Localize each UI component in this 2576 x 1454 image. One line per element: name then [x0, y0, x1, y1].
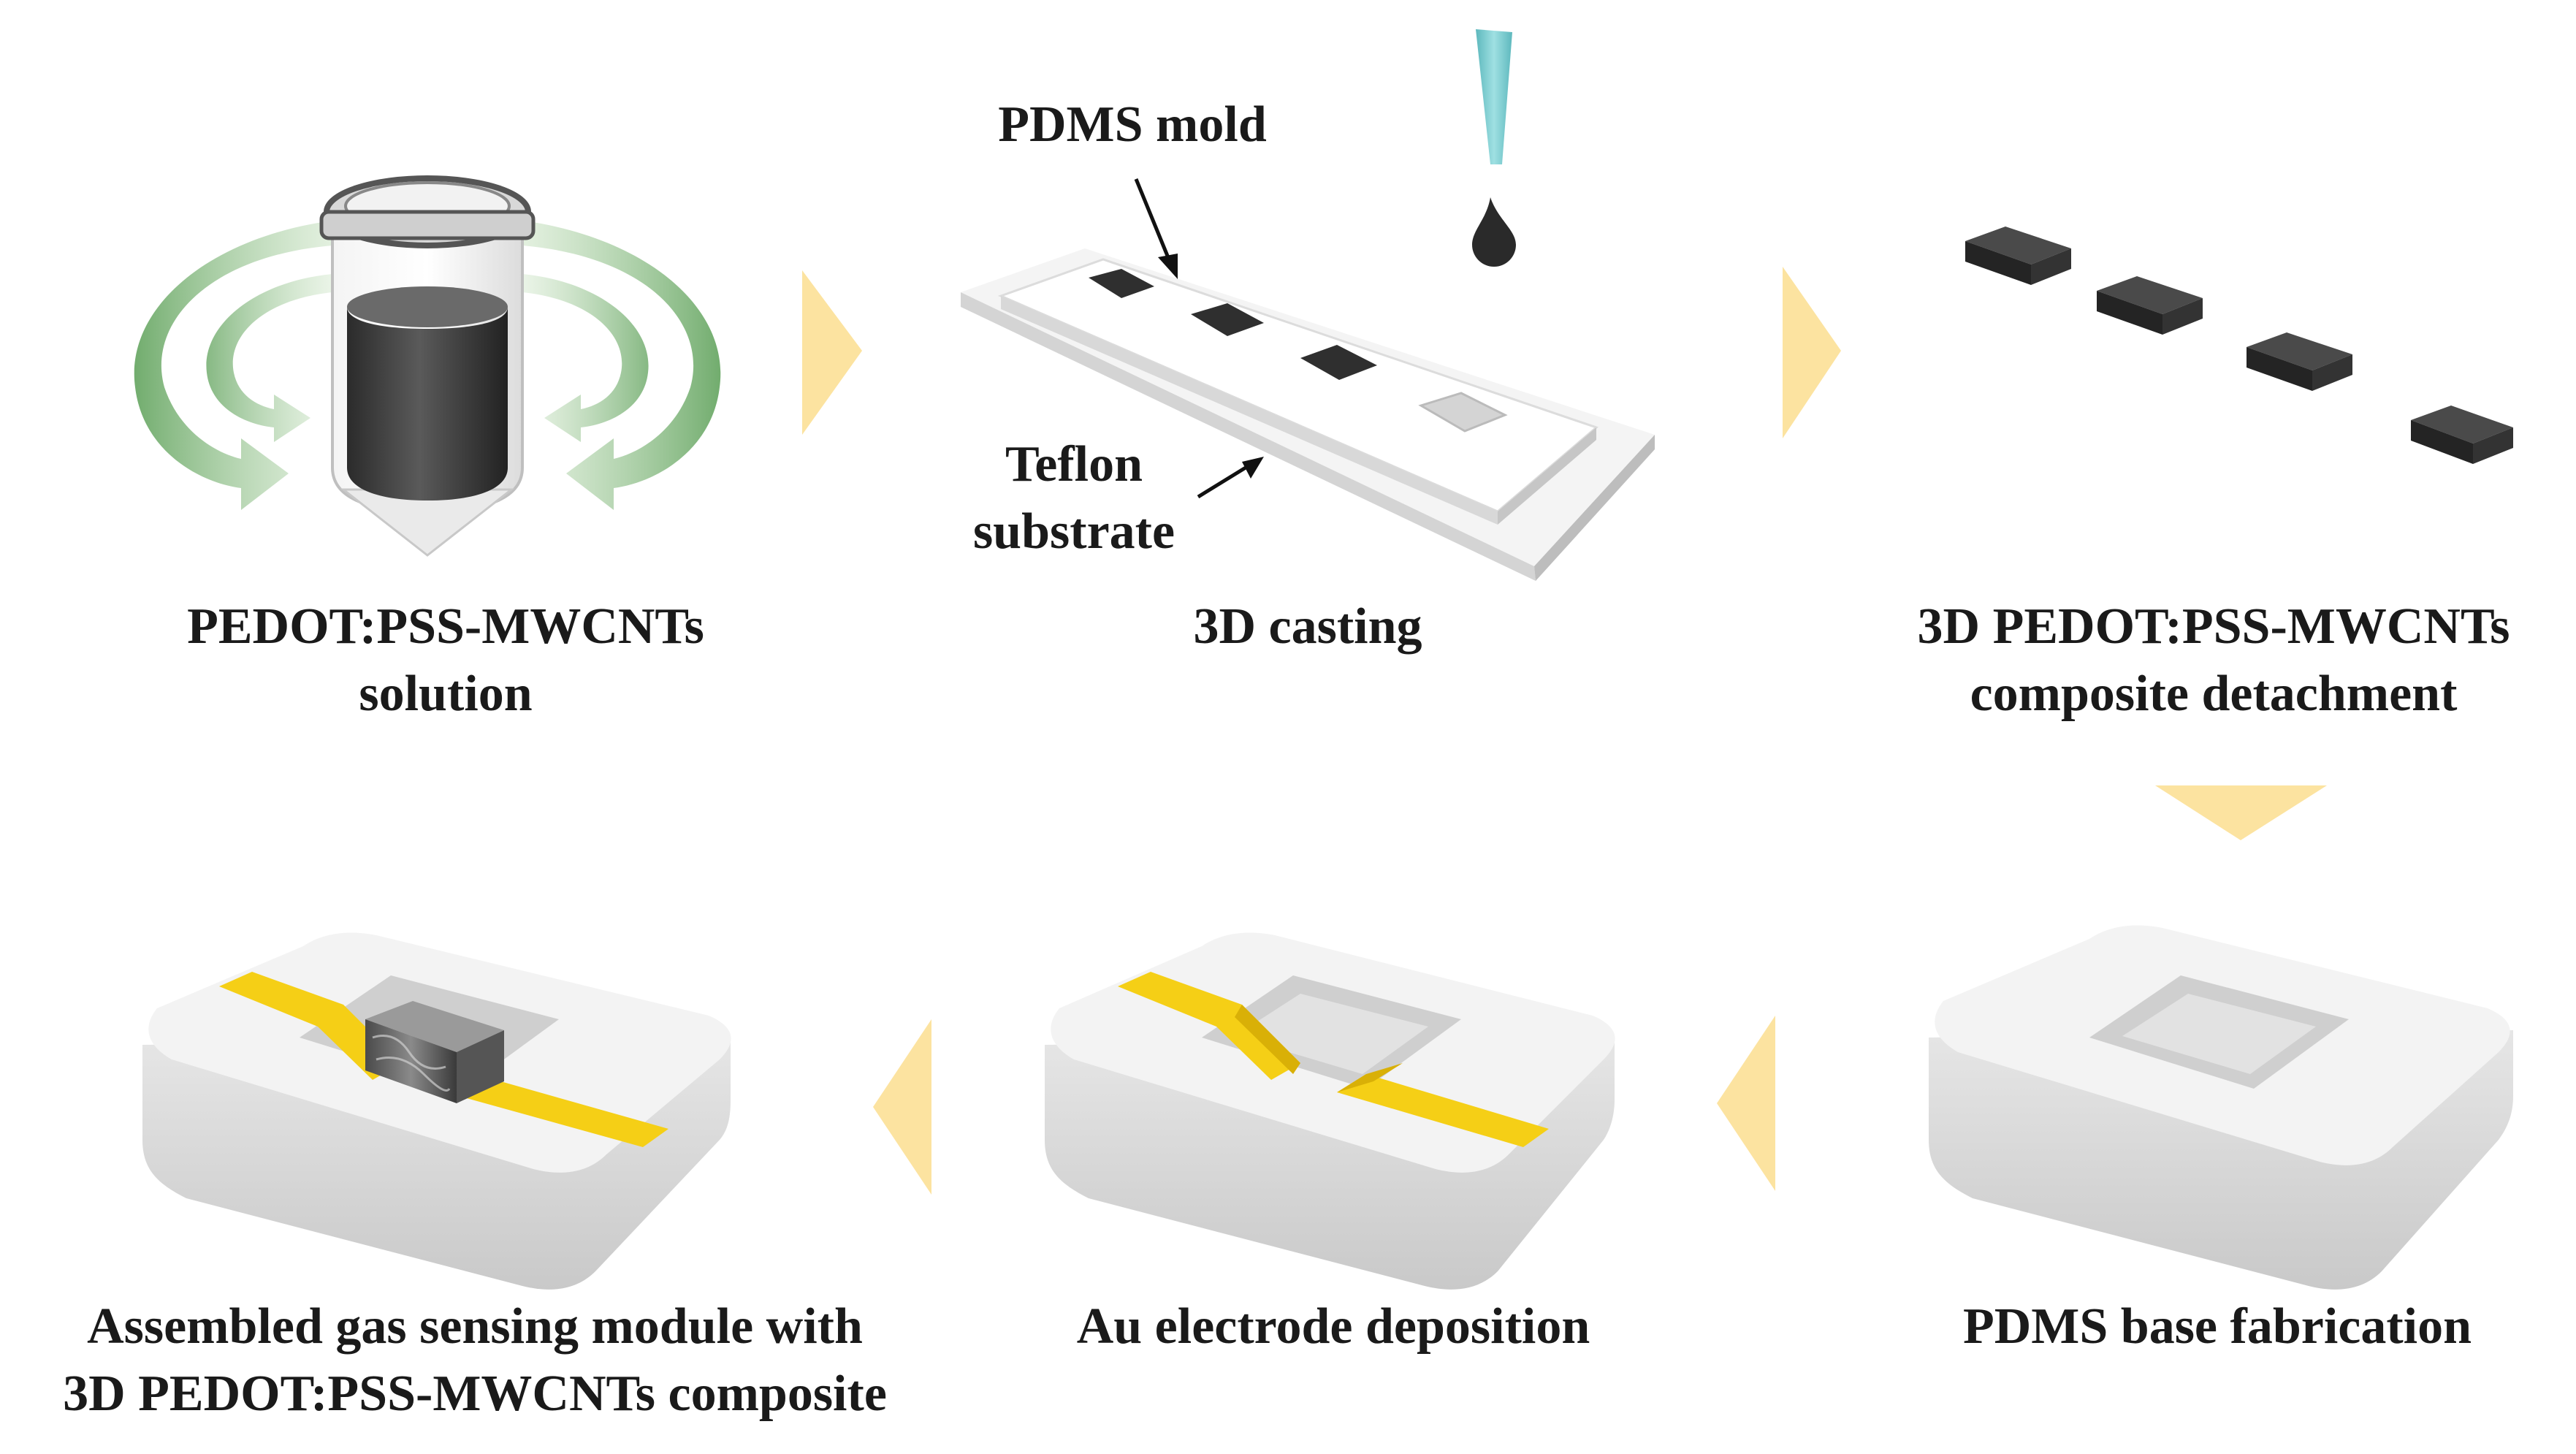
flow-arrow-4 — [1717, 1016, 1775, 1191]
pdms-base-illustration — [1929, 925, 2513, 1290]
rotation-arrow-right-outer — [511, 219, 721, 510]
gold-electrode-right — [1337, 1074, 1549, 1147]
teflon-pointer — [1197, 465, 1247, 499]
rotation-arrow-right-inner — [522, 274, 649, 442]
composite-block — [2411, 406, 2513, 464]
step-caption-3: 3D PEDOT:PSS-MWCNTs composite detachment — [1917, 598, 2510, 722]
gold-electrode-left — [1118, 972, 1300, 1080]
mold-hole — [1300, 345, 1377, 380]
mold-hole — [1191, 303, 1264, 336]
step-caption-4: PDMS base fabrication — [1962, 1298, 2472, 1355]
step-caption-2: 3D casting — [1193, 598, 1422, 655]
flow-arrow-2 — [1783, 267, 1841, 438]
flow-arrow-3 — [2155, 785, 2327, 840]
composite-block — [2247, 332, 2352, 391]
dropper — [1476, 29, 1512, 164]
mold-pointer — [1134, 178, 1171, 260]
flow-arrow-5 — [873, 1019, 931, 1195]
composite-block — [2097, 276, 2203, 335]
mold-hole — [1089, 269, 1154, 298]
step-caption-1: PEDOT:PSS-MWCNTs solution — [187, 598, 704, 722]
rotation-arrow-left-outer — [134, 219, 344, 510]
casting-illustration — [961, 29, 1655, 581]
composite-in-module — [365, 1001, 504, 1103]
tube-liquid — [347, 307, 508, 500]
teflon-substrate-label: Teflon substrate — [972, 436, 1175, 560]
flow-arrow-1 — [802, 270, 862, 435]
detached-composites — [1965, 227, 2513, 464]
assembled-module-illustration — [142, 932, 731, 1290]
drop — [1472, 197, 1516, 267]
gold-electrode-right — [446, 1074, 668, 1147]
step-caption-6: Assembled gas sensing module with 3D PED… — [63, 1298, 887, 1422]
mold-hole — [1418, 392, 1508, 433]
tube-illustration — [134, 175, 721, 557]
pdms-mold-label: PDMS mold — [998, 96, 1267, 153]
rotation-arrow-left-inner — [206, 274, 332, 442]
gold-electrode-left — [219, 972, 402, 1080]
electrode-illustration — [1045, 932, 1615, 1290]
composite-block — [1965, 227, 2071, 285]
step-caption-5: Au electrode deposition — [1076, 1298, 1590, 1355]
